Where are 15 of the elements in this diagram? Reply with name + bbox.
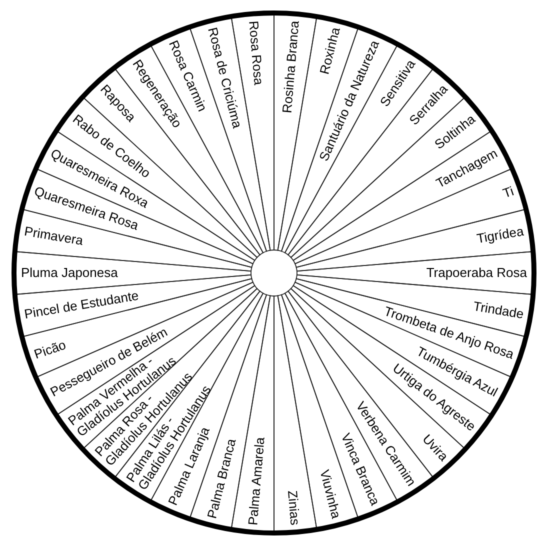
sector-label: Rosa de Criciúma (204, 26, 244, 130)
sector-label: Rosa Rosa (246, 20, 266, 86)
sector-label: Ti (501, 184, 516, 201)
sector-label: Picão (32, 338, 68, 362)
sector-label: Trapoeraba Rosa (426, 266, 527, 280)
sector-label: Tigrídea (476, 224, 525, 246)
sector-label: Pluma Japonesa (21, 266, 118, 280)
sector-label: Palma Amarela (246, 436, 268, 526)
sector-label: Primavera (23, 224, 84, 248)
sector-label: Zinias (284, 490, 302, 526)
sector-label: Roxinha (317, 26, 344, 76)
sector-label: Viuvinha (317, 468, 344, 520)
sector-label: Trindade (472, 299, 525, 322)
sector-label: Pincel de Estudante (23, 288, 140, 322)
sector-label: Rosinha Branca (280, 20, 302, 114)
